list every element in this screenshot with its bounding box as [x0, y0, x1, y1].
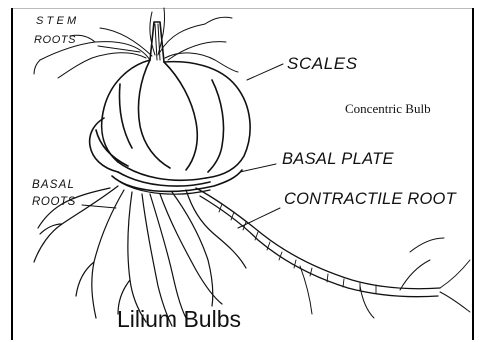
- caption-title: Lilium Bulbs: [117, 308, 241, 331]
- contractile-root-label: CONTRACTILE ROOT: [284, 191, 456, 208]
- pointer-lines: [82, 46, 283, 228]
- basal-roots-label-line2: ROOTS: [32, 197, 76, 209]
- stem-roots-label-line1: STEM: [36, 16, 79, 27]
- basal-roots-label-line1: BASAL: [32, 180, 75, 192]
- stem-roots-label-line2: ROOTS: [34, 35, 76, 46]
- scales-label: SCALES: [287, 55, 358, 72]
- bulb-scales: [90, 60, 250, 186]
- concentric-bulb-label: Concentric Bulb: [345, 102, 431, 115]
- basal-plate-label: BASAL PLATE: [282, 151, 394, 168]
